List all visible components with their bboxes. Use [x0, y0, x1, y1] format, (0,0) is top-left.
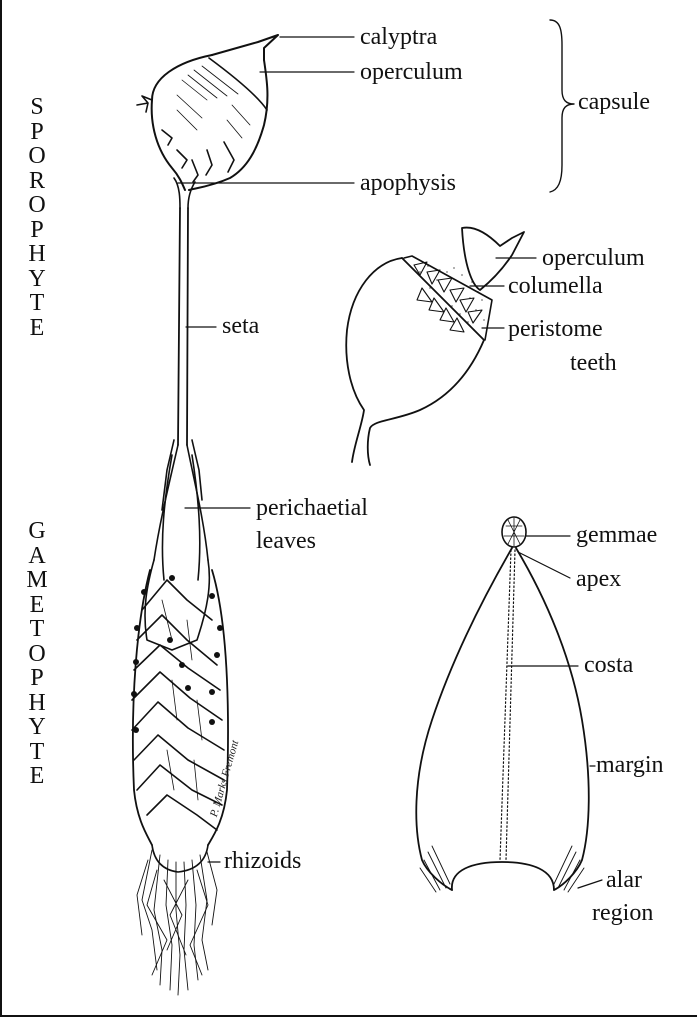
- label-perichaetial: perichaetial: [256, 495, 368, 521]
- label-capsule: capsule: [578, 89, 650, 115]
- label-columella: columella: [508, 273, 603, 299]
- label-gemmae: gemmae: [576, 522, 657, 548]
- sporophyte-side-label: S P O R O P H Y T E: [24, 95, 50, 340]
- label-teeth: teeth: [570, 350, 617, 376]
- label-apex: apex: [576, 566, 621, 592]
- label-margin: margin: [596, 752, 664, 778]
- capsule-detail: [346, 228, 524, 465]
- label-leaves: leaves: [256, 528, 316, 554]
- label-apophysis: apophysis: [360, 170, 456, 196]
- label-seta: seta: [222, 313, 259, 339]
- gametophyte-shoot: [131, 440, 228, 995]
- label-peristome: peristome: [508, 316, 603, 342]
- leader-lines: [178, 20, 602, 888]
- leaf-detail: [416, 517, 588, 892]
- label-costa: costa: [584, 652, 633, 678]
- label-region: region: [592, 900, 653, 926]
- label-operculum-detail: operculum: [542, 245, 645, 271]
- label-calyptra: calyptra: [360, 24, 437, 50]
- sporophyte-capsule: [137, 35, 278, 208]
- label-alar: alar: [606, 867, 642, 893]
- label-operculum: operculum: [360, 59, 463, 85]
- label-rhizoids: rhizoids: [224, 848, 301, 874]
- gametophyte-side-label: G A M E T O P H Y T E: [24, 519, 50, 789]
